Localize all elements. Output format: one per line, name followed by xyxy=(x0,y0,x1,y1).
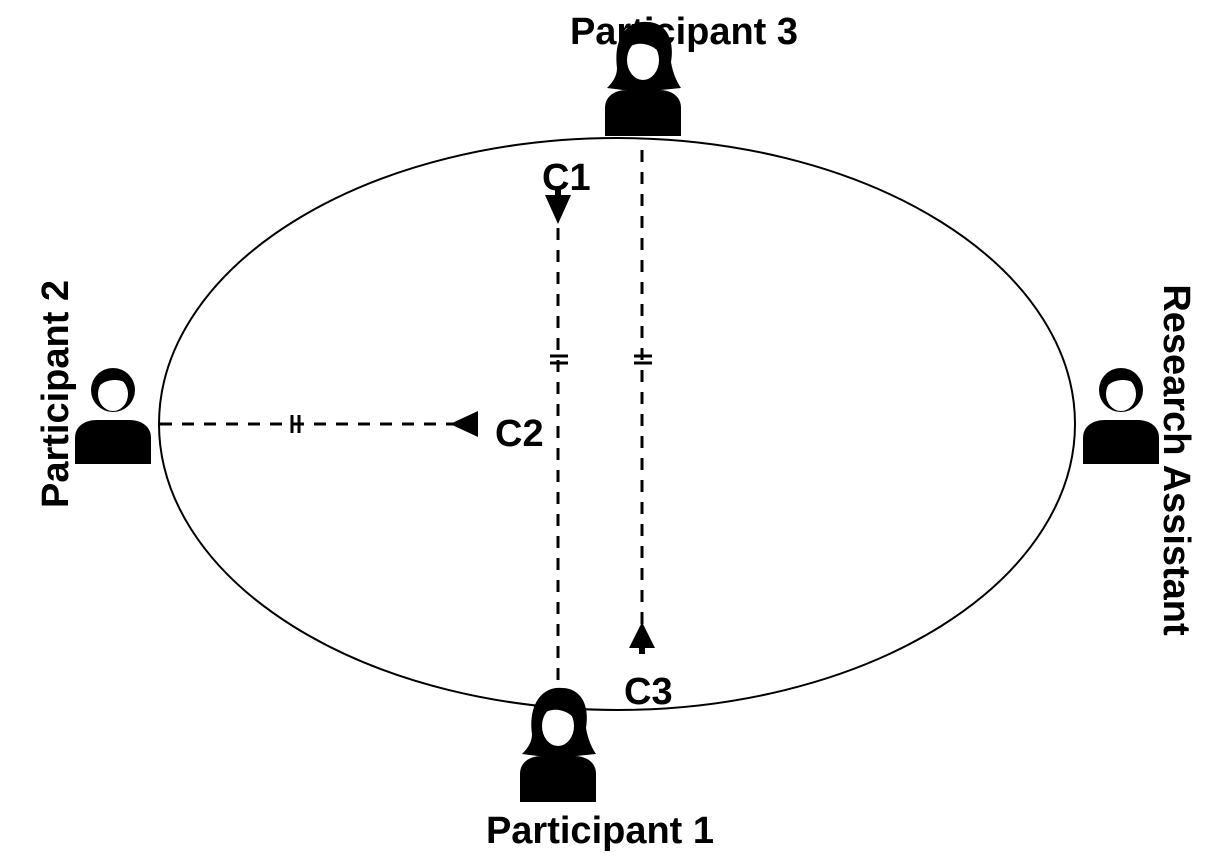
arrow-up-icon xyxy=(629,622,655,648)
participant-2-label: Participant 2 xyxy=(35,280,77,508)
connection-label-c3: C3 xyxy=(624,671,673,713)
research-assistant-label: Research Assistant xyxy=(1155,284,1197,636)
participant-3-label: Participant 3 xyxy=(570,11,798,53)
connection-c2: C2 xyxy=(160,411,544,455)
connection-c3: C3 xyxy=(624,150,673,713)
research-assistant: Research Assistant xyxy=(1083,284,1197,636)
connection-label-c1: C1 xyxy=(542,157,591,199)
participant-2: Participant 2 xyxy=(35,280,151,508)
arrow-left-icon xyxy=(450,411,478,437)
participant-1-label: Participant 1 xyxy=(486,810,714,852)
male-person-icon xyxy=(1083,368,1159,464)
male-person-icon xyxy=(75,368,151,464)
arrow-down-icon xyxy=(545,195,571,224)
participant-3: Participant 3 xyxy=(570,11,798,136)
connection-c1: C1 xyxy=(542,157,591,708)
table-ellipse xyxy=(158,137,1076,711)
connection-label-c2: C2 xyxy=(495,413,544,455)
participant-1: Participant 1 xyxy=(486,687,714,852)
